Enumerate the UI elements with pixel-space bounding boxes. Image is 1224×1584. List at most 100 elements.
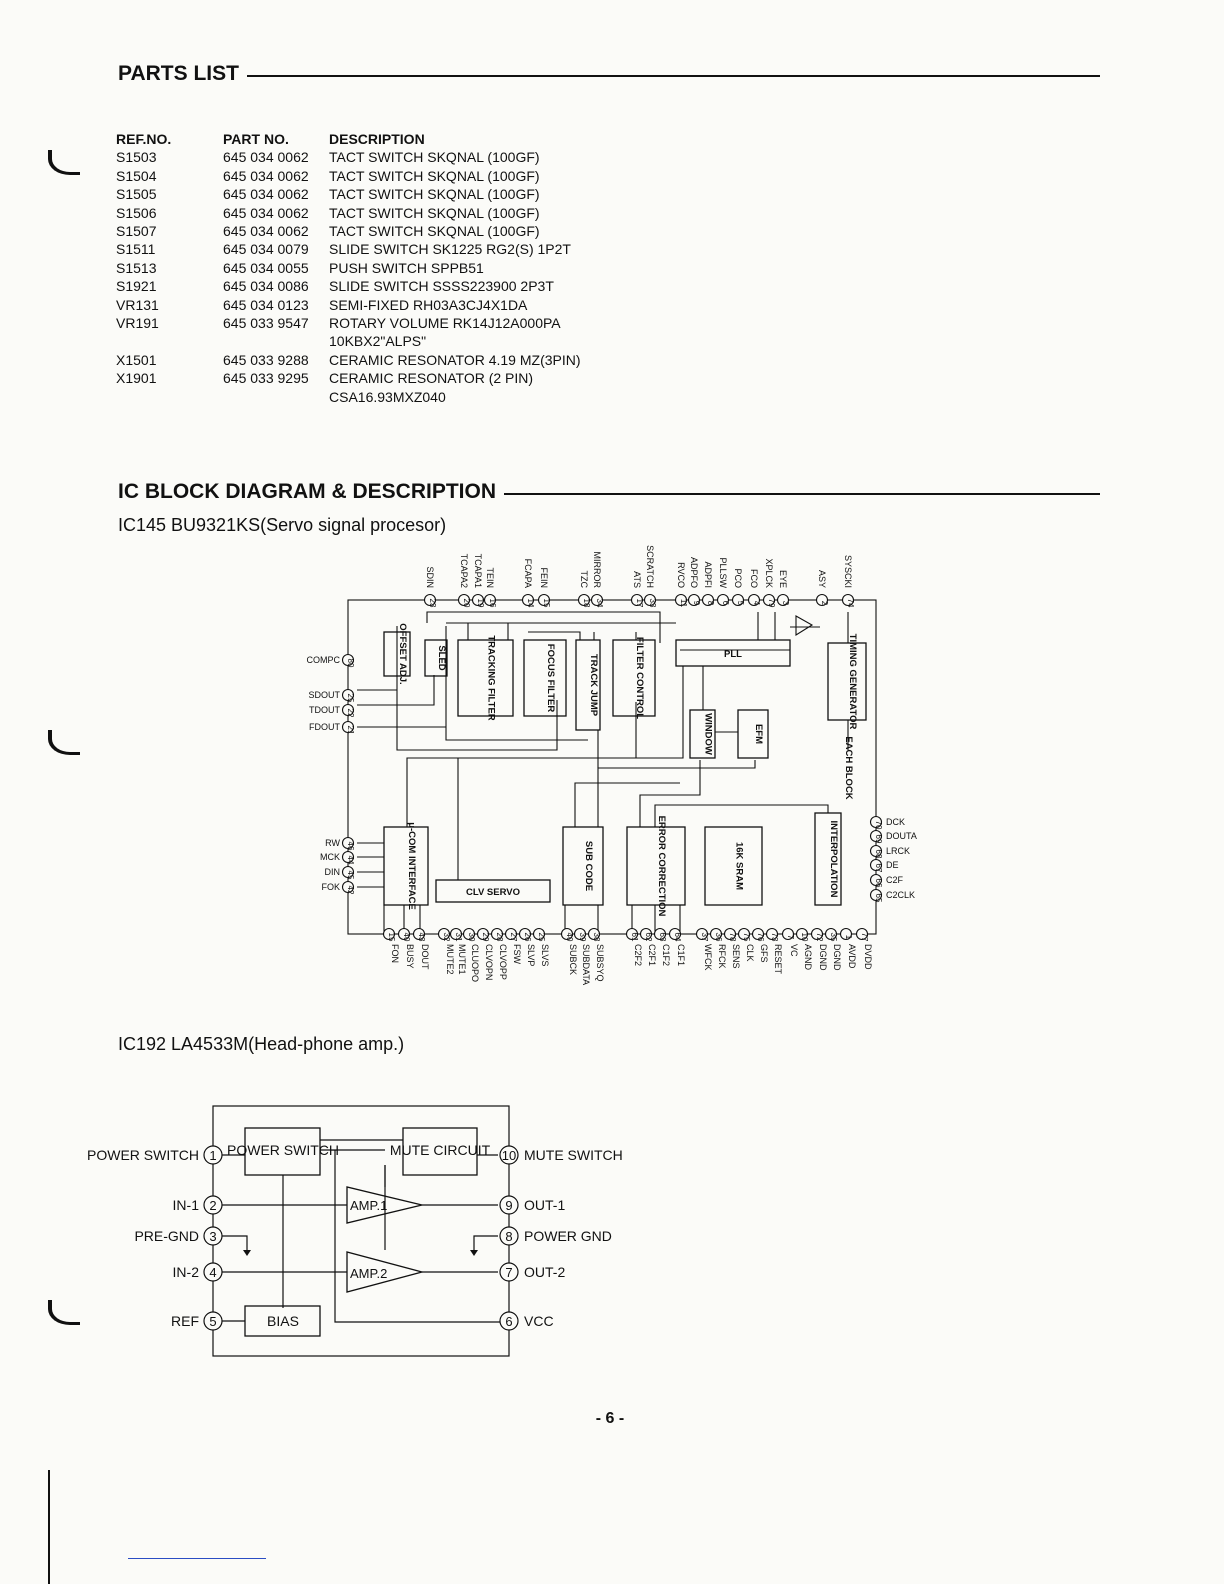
bottom-pin-sens [723, 927, 737, 941]
pin-label: SYSCKI [843, 555, 853, 588]
offset-adj-block [383, 631, 411, 677]
pin-number: 17 [635, 599, 644, 608]
top-pin-asy [815, 593, 829, 607]
offset-adj-label: OFFSET ADJ. [397, 623, 408, 684]
pin-number: 3 [209, 1229, 216, 1244]
pin-number: 76 [756, 933, 765, 942]
pin-label: TCAPA1 [473, 554, 483, 588]
pin-number: 9 [692, 601, 701, 606]
bottom-pin-slvp [518, 927, 532, 941]
pin-label: RFCK [717, 944, 727, 969]
pin-label: RVCO [676, 562, 686, 588]
part-no-cell: 645 034 0055 [223, 259, 309, 276]
top-pin-tein [483, 593, 497, 607]
part-no-cell: 645 033 9288 [223, 351, 309, 368]
pin-number: 16 [488, 599, 497, 608]
pin-number: 6 [721, 601, 730, 606]
pin-label: AGND [803, 944, 813, 971]
bottom-pin-c1f2 [653, 927, 667, 941]
ref-no-cell: S1513 [116, 259, 157, 276]
top-pin-fco [747, 593, 761, 607]
ic192-left-pin [203, 1311, 223, 1331]
top-pin-tcapa1 [471, 593, 485, 607]
left-pin-fdout [341, 720, 355, 734]
pin-number: 39 [578, 933, 587, 942]
ref-no-cell: X1901 [116, 370, 157, 387]
pin-number: 3 [781, 601, 790, 606]
pin-number: 45 [346, 871, 355, 880]
pin-number: 15 [387, 933, 396, 942]
pin-number: 4 [752, 601, 761, 606]
pin-label: EYE [778, 570, 788, 588]
top-pin-sdin [423, 593, 437, 607]
clv-servo-label: CLV SERVO [466, 887, 520, 898]
pin-number: 18 [582, 599, 591, 608]
pin-label: TEIN [485, 567, 495, 588]
bottom-link-line [128, 1558, 266, 1559]
pin-label: DOUTA [886, 831, 917, 841]
pin-number: 6 [505, 1314, 512, 1329]
bottom-pin-slvs [532, 927, 546, 941]
pin-number: 34 [595, 599, 604, 608]
pin-number: 2 [820, 601, 829, 606]
pin-number: 29 [481, 933, 490, 942]
bottom-pin-agnd [795, 927, 809, 941]
ucom-interface-block [383, 826, 429, 906]
part-no-cell: 645 034 0062 [223, 167, 309, 184]
pin-number: 9 [505, 1198, 512, 1213]
pin-number: 64 [673, 933, 682, 942]
sled-label: SLED [436, 645, 447, 670]
bottom-pin-dgnd [810, 927, 824, 941]
description-cell: CERAMIC RESONATOR (2 PIN) [329, 370, 534, 387]
pin-number: 70 [874, 821, 883, 830]
pin-label: SUBDATA [581, 944, 591, 985]
pin-label: MCK [320, 852, 340, 862]
bottom-pin-gfs [751, 927, 765, 941]
ref-no-cell: S1507 [116, 223, 157, 240]
top-pin-tcapa2 [457, 593, 471, 607]
pin-number: 67 [874, 864, 883, 873]
bottom-pin-c2f2 [625, 927, 639, 941]
pin-number: 11 [679, 599, 688, 608]
bottom-pin-clvopp [490, 927, 504, 941]
top-pin-scratch [643, 593, 657, 607]
bottom-pin-clvopn [476, 927, 490, 941]
pll-block [675, 639, 791, 667]
pin-number: 33 [648, 599, 657, 608]
ic192-right-pin [499, 1226, 519, 1246]
error-correction-label: ERROR CORRECTION [656, 816, 667, 917]
pin-label: POWER SWITCH [87, 1147, 199, 1163]
bottom-pin-fsw [504, 927, 518, 941]
ic192-right-pin [499, 1145, 519, 1165]
mute-circuit-label: MUTE CIRCUIT [390, 1142, 491, 1158]
part-no-cell: 645 034 0062 [223, 186, 309, 203]
efm-label: EFM [753, 724, 764, 744]
pin-number: 10 [800, 933, 809, 942]
pin-label: FDOUT [309, 722, 340, 732]
description-cell: TACT SWITCH SKQNAL (100GF) [329, 223, 540, 240]
pin-number: 19 [476, 599, 485, 608]
pin-number: 14 [526, 599, 535, 608]
mute-circuit-block [402, 1127, 478, 1176]
focus-filter-block [523, 639, 567, 717]
pin-label: MUTE1 [457, 944, 467, 975]
sram-block [704, 826, 763, 906]
amp2-symbol [346, 1251, 425, 1293]
right-pin-lrck [869, 844, 883, 858]
pin-label: DCK [886, 817, 905, 827]
description-cell: TACT SWITCH SKQNAL (100GF) [329, 167, 540, 184]
top-pin-ats [630, 593, 644, 607]
ic145-outline [347, 599, 877, 935]
pin-label: FCO [749, 569, 759, 588]
col-description: DESCRIPTION [329, 131, 425, 147]
part-no-cell: 645 033 9295 [223, 370, 309, 387]
pin-number: 38 [592, 933, 601, 942]
pin-number: 65 [874, 894, 883, 903]
top-pin-syscki [841, 593, 855, 607]
ref-no-cell: S1504 [116, 167, 157, 184]
power-switch-block [244, 1127, 321, 1176]
top-pin-adpfo [687, 593, 701, 607]
interpolation-block [814, 812, 842, 906]
